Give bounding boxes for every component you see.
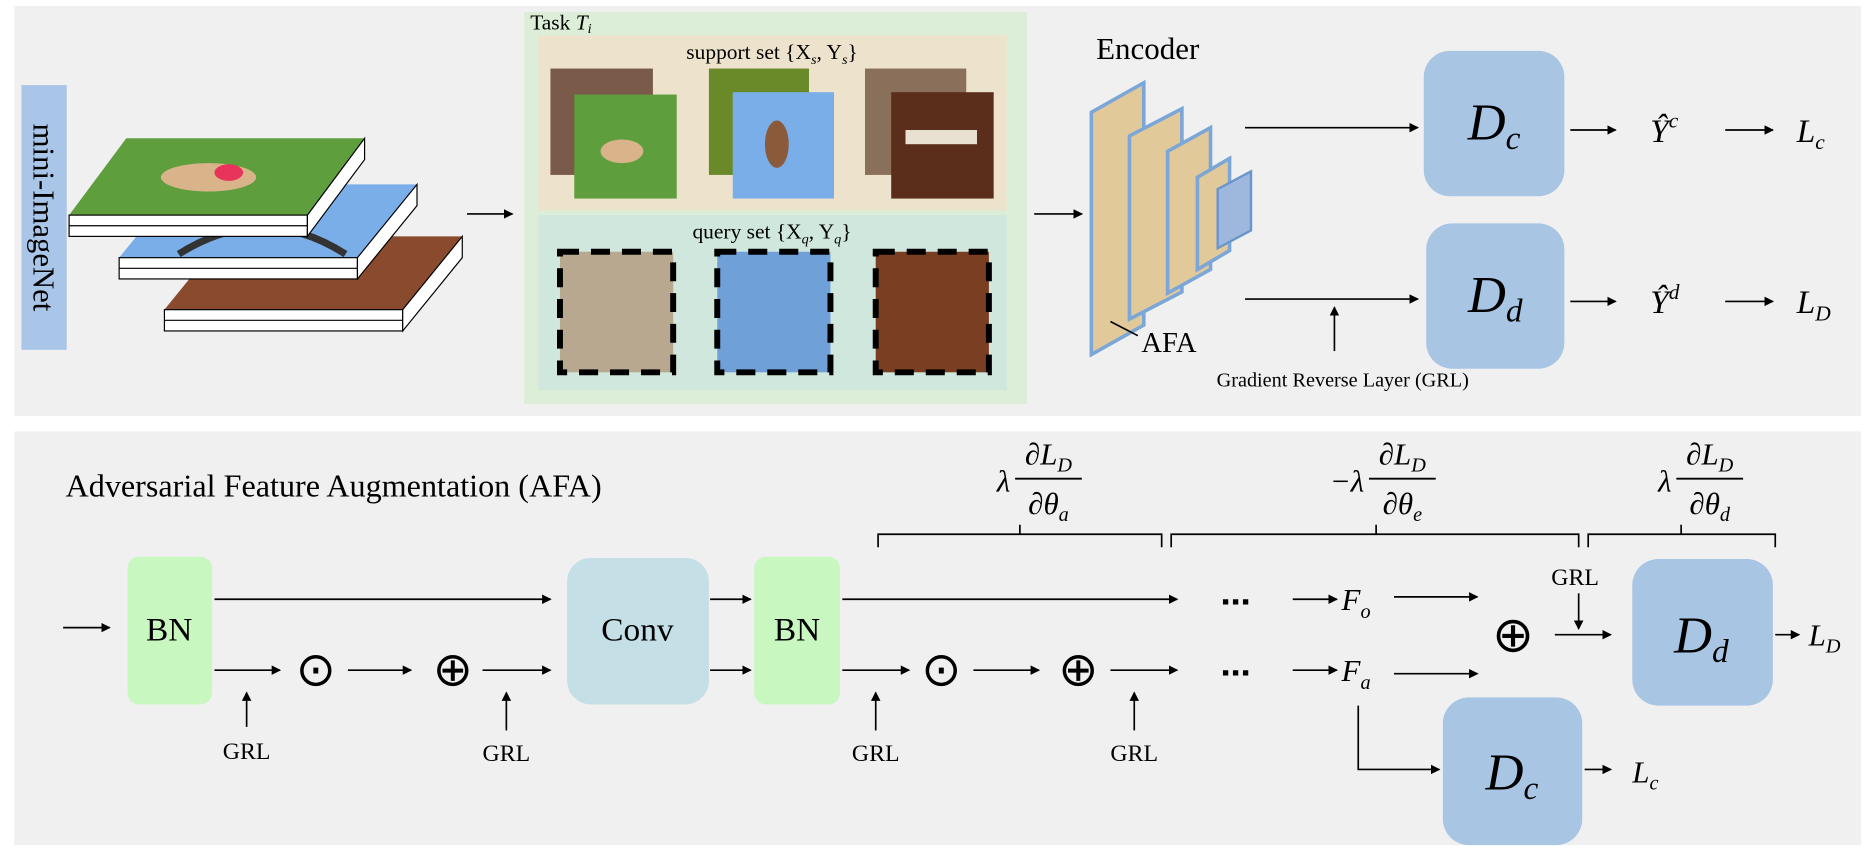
grl-label-3: GRL [852, 741, 900, 767]
brace-discriminator [1587, 524, 1777, 548]
afa-title: Adversarial Feature Augmentation (AFA) [66, 468, 602, 504]
grl-label-5: GRL [1551, 565, 1599, 591]
bottom-dc-label: Dc [1485, 744, 1539, 807]
svg-text:∂θe: ∂θe [1383, 487, 1423, 526]
grl-label: Gradient Reverse Layer (GRL) [1217, 370, 1469, 392]
fa-to-dc [1357, 705, 1441, 775]
loss-d: LD [1796, 284, 1832, 325]
dataset-label: mini-ImageNet [26, 124, 60, 312]
odot-1: ⊙ [296, 645, 336, 697]
grl-label-1: GRL [223, 739, 271, 765]
f-a: Fa [1341, 654, 1371, 694]
image-stack [68, 136, 463, 333]
grl-label-2: GRL [483, 741, 531, 767]
conv-box [567, 557, 709, 705]
oplus-2: ⊕ [1058, 645, 1098, 697]
brace-encoder [1170, 524, 1580, 548]
query-set-label: query set {Xq, Yq} [692, 220, 851, 248]
svg-text:∂θa: ∂θa [1028, 487, 1069, 526]
oplus-1: ⊕ [433, 645, 473, 697]
bn-label-1: BN [146, 612, 192, 649]
svg-text:∂LD: ∂LD [1379, 438, 1427, 477]
svg-text:λ: λ [1657, 465, 1671, 499]
ellipsis-top: ▪▪▪ [1222, 590, 1252, 614]
svg-text:∂θd: ∂θd [1689, 487, 1731, 526]
yhat-d: Ŷd [1650, 280, 1680, 321]
encoder-layers [1089, 79, 1253, 358]
bottom-dd-label: Dd [1673, 607, 1729, 670]
conv-label: Conv [601, 612, 674, 649]
bottom-domain-discriminator [1632, 559, 1773, 706]
svg-text:−λ: −λ [1330, 465, 1364, 499]
brace-augment [877, 524, 1163, 548]
svg-text:λ: λ [996, 465, 1010, 499]
gradient-d: λ ∂LD ∂θd [1657, 438, 1744, 526]
bottom-loss-d: LD [1808, 618, 1841, 657]
gradient-a: λ ∂LD ∂θa [996, 438, 1082, 526]
class-discriminator-box [1423, 50, 1565, 197]
afa-label: AFA [1141, 328, 1196, 359]
f-o: Fo [1341, 583, 1371, 623]
afa-pointer [1110, 320, 1139, 337]
query-images [557, 248, 992, 376]
stack-image-dog [68, 136, 366, 239]
support-images [550, 68, 994, 199]
bottom-loss-c: Lc [1631, 756, 1658, 795]
support-set-label: support set {Xs, Ys} [686, 40, 858, 68]
odot-2: ⊙ [921, 645, 961, 697]
ellipsis-bottom: ▪▪▪ [1222, 661, 1252, 685]
oplus-3: ⊕ [1492, 607, 1534, 662]
bn-box-2 [754, 556, 840, 705]
yhat-c: Ŷc [1650, 109, 1679, 150]
bottom-class-discriminator [1442, 697, 1583, 846]
dd-label: Dd [1467, 266, 1523, 329]
task-label: Task Ti [530, 11, 592, 37]
loss-c: Lc [1796, 113, 1826, 154]
svg-text:∂LD: ∂LD [1686, 438, 1734, 477]
svg-text:∂LD: ∂LD [1025, 438, 1073, 477]
dataset-bar [21, 85, 67, 350]
domain-discriminator-box [1426, 223, 1565, 369]
dc-label: Dc [1467, 94, 1521, 157]
encoder-label: Encoder [1096, 32, 1199, 66]
bn-label-2: BN [774, 612, 820, 649]
grl-label-4: GRL [1110, 741, 1158, 767]
gradient-e: −λ ∂LD ∂θe [1330, 438, 1436, 526]
bn-box-1 [127, 556, 213, 705]
